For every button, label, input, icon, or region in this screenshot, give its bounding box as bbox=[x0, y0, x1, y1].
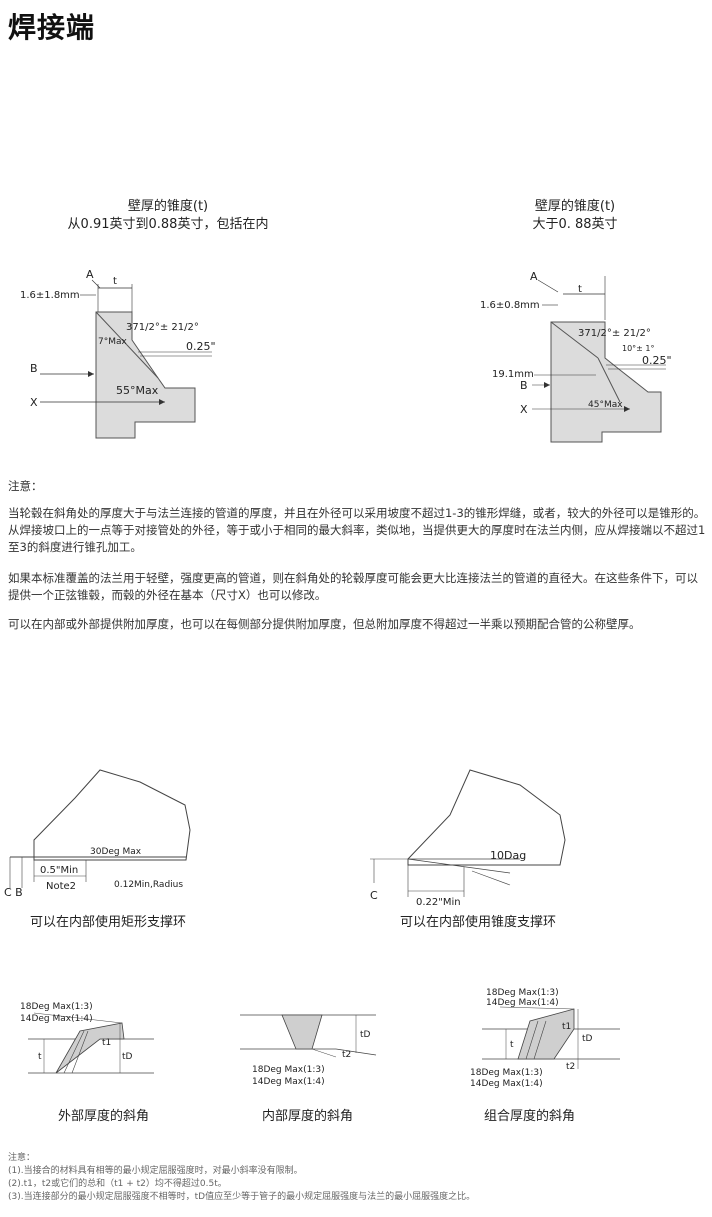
bottom-comb-t: t bbox=[510, 1040, 514, 1050]
mid-right-min-label: 0.22"Min bbox=[416, 897, 461, 908]
bottom-comb-diagram: 18Deg Max(1:3) 14Deg Max(1:4) t1 t tD t2… bbox=[470, 988, 620, 1089]
mid-left-note-label: Note2 bbox=[46, 881, 76, 892]
bottom-comb-d14a: 14Deg Max(1:4) bbox=[486, 998, 559, 1008]
bottom-comb-d14b: 14Deg Max(1:4) bbox=[470, 1079, 543, 1089]
bottom-comb-caption: 组合厚度的斜角 bbox=[484, 1109, 576, 1124]
right-dim-label: 1.6±0.8mm bbox=[480, 300, 540, 311]
bottom-int-diagram: t2 tD 18Deg Max(1:3) 14Deg Max(1:4) bbox=[240, 1014, 377, 1087]
left-a-label: A bbox=[86, 268, 94, 281]
left-caption-line1: 壁厚的锥度(t) bbox=[127, 199, 209, 214]
mid-right-hub-outline bbox=[407, 769, 566, 866]
bottom-ext-t1: t1 bbox=[102, 1038, 111, 1048]
left-b-label: B bbox=[30, 362, 38, 375]
right-caption-line1: 壁厚的锥度(t) bbox=[534, 199, 616, 214]
bottom-comb-t2: t2 bbox=[566, 1062, 575, 1072]
left-x-label: X bbox=[30, 396, 38, 409]
bottom-ext-diagram: 18Deg Max(1:3) 14Deg Max(1:4) t1 t tD bbox=[20, 1002, 154, 1074]
bottom-ext-d14: 14Deg Max(1:4) bbox=[20, 1014, 93, 1024]
mid-right-caption: 可以在内部使用锥度支撑环 bbox=[400, 915, 557, 930]
footnote-1: (1).当接合的材料具有相等的最小规定屈服强度时，对最小斜率没有限制。 bbox=[8, 1166, 303, 1176]
left-pipe-section bbox=[95, 311, 196, 439]
left-fiftyfive-label: 55°Max bbox=[116, 384, 159, 397]
mid-left-caption: 可以在内部使用矩形支撑环 bbox=[30, 915, 187, 930]
notes-heading: 注意： bbox=[8, 479, 43, 493]
right-t-label: t bbox=[578, 284, 582, 295]
page-title: 焊接端 bbox=[8, 11, 96, 44]
bottom-int-caption: 内部厚度的斜角 bbox=[262, 1109, 354, 1124]
footnote-heading: 注意： bbox=[8, 1153, 36, 1163]
right-b-label: B bbox=[520, 379, 528, 392]
right-weld-diagram: t A 1.6±0.8mm 371/2°± 21/2° 10°± 1° 0.25… bbox=[480, 270, 672, 443]
left-angle-label: 371/2°± 21/2° bbox=[126, 322, 199, 333]
mid-left-cb-label: C B bbox=[4, 886, 23, 899]
right-angle-label: 371/2°± 21/2° bbox=[578, 328, 651, 339]
mid-right-c-label: C bbox=[370, 889, 378, 902]
right-fortyfive-label: 45°Max bbox=[588, 400, 623, 410]
left-weld-diagram: t A 1.6±1.8mm 371/2°± 21/2° 7°Max 0.25" … bbox=[20, 268, 216, 439]
left-dim-label: 1.6±1.8mm bbox=[20, 290, 80, 301]
left-t-label: t bbox=[113, 276, 117, 287]
bottom-int-t2: t2 bbox=[342, 1050, 351, 1060]
left-figure-caption: 壁厚的锥度(t) 从0.91英寸到0.88英寸，包括在内 bbox=[18, 198, 318, 234]
bottom-ext-caption: 外部厚度的斜角 bbox=[58, 1109, 150, 1124]
bottom-int-d18: 18Deg Max(1:3) bbox=[252, 1065, 325, 1075]
mid-left-diagram: 30Deg Max 0.5"Min Note2 0.12Min,Radius C… bbox=[4, 769, 191, 899]
right-x-label: X bbox=[520, 403, 528, 416]
bottom-comb-tD: tD bbox=[582, 1034, 593, 1044]
mid-left-deg-label: 30Deg Max bbox=[90, 847, 142, 857]
footnote-2: (2).t1，t2或它们的总和（t1 + t2）均不得超过0.5t。 bbox=[8, 1179, 227, 1189]
right-a-label: A bbox=[530, 270, 538, 283]
left-caption-line2: 从0.91英寸到0.88英寸，包括在内 bbox=[67, 217, 269, 232]
right-figure-caption: 壁厚的锥度(t) 大于0. 88英寸 bbox=[430, 198, 712, 234]
right-pipe-section bbox=[550, 321, 662, 443]
mid-right-diagram: 10Dag C 0.22"Min bbox=[370, 769, 566, 908]
notes-paragraph-3: 可以在内部或外部提供附加厚度，也可以在每侧部分提供附加厚度，但总附加厚度不得超过… bbox=[8, 617, 641, 631]
notes-paragraph-2: 如果本标准覆盖的法兰用于轻壁，强度更高的管道，则在斜角处的轮毂厚度可能会更大比连… bbox=[8, 571, 698, 602]
right-ten-label: 10°± 1° bbox=[622, 344, 655, 353]
right-quarter-label: 0.25" bbox=[642, 354, 672, 367]
bottom-comb-d18b: 18Deg Max(1:3) bbox=[470, 1068, 543, 1078]
right-caption-line2: 大于0. 88英寸 bbox=[532, 217, 618, 232]
bottom-comb-d18a: 18Deg Max(1:3) bbox=[486, 988, 559, 998]
footnote-3: (3).当连接部分的最小规定屈服强度不相等时，tD值应至少等于管子的最小规定屈服… bbox=[8, 1192, 476, 1202]
bottom-ext-t: t bbox=[38, 1052, 42, 1062]
notes-paragraph-1: 当轮毂在斜角处的厚度大于与法兰连接的管道的厚度，并且在外径可以采用坡度不超过1-… bbox=[8, 506, 706, 554]
bottom-int-tD: tD bbox=[360, 1030, 371, 1040]
bottom-ext-tD: tD bbox=[122, 1052, 133, 1062]
right-nineteen-label: 19.1mm bbox=[492, 369, 534, 380]
mid-right-dag-label: 10Dag bbox=[490, 849, 526, 862]
bottom-comb-t1: t1 bbox=[562, 1022, 571, 1032]
bottom-ext-d18: 18Deg Max(1:3) bbox=[20, 1002, 93, 1012]
left-bevel-line bbox=[95, 311, 159, 379]
bottom-int-d14: 14Deg Max(1:4) bbox=[252, 1077, 325, 1087]
mid-left-radius-label: 0.12Min,Radius bbox=[114, 880, 183, 890]
mid-left-min-label: 0.5"Min bbox=[40, 865, 78, 876]
left-seven-label: 7°Max bbox=[98, 337, 128, 347]
left-quarter-label: 0.25" bbox=[186, 340, 216, 353]
